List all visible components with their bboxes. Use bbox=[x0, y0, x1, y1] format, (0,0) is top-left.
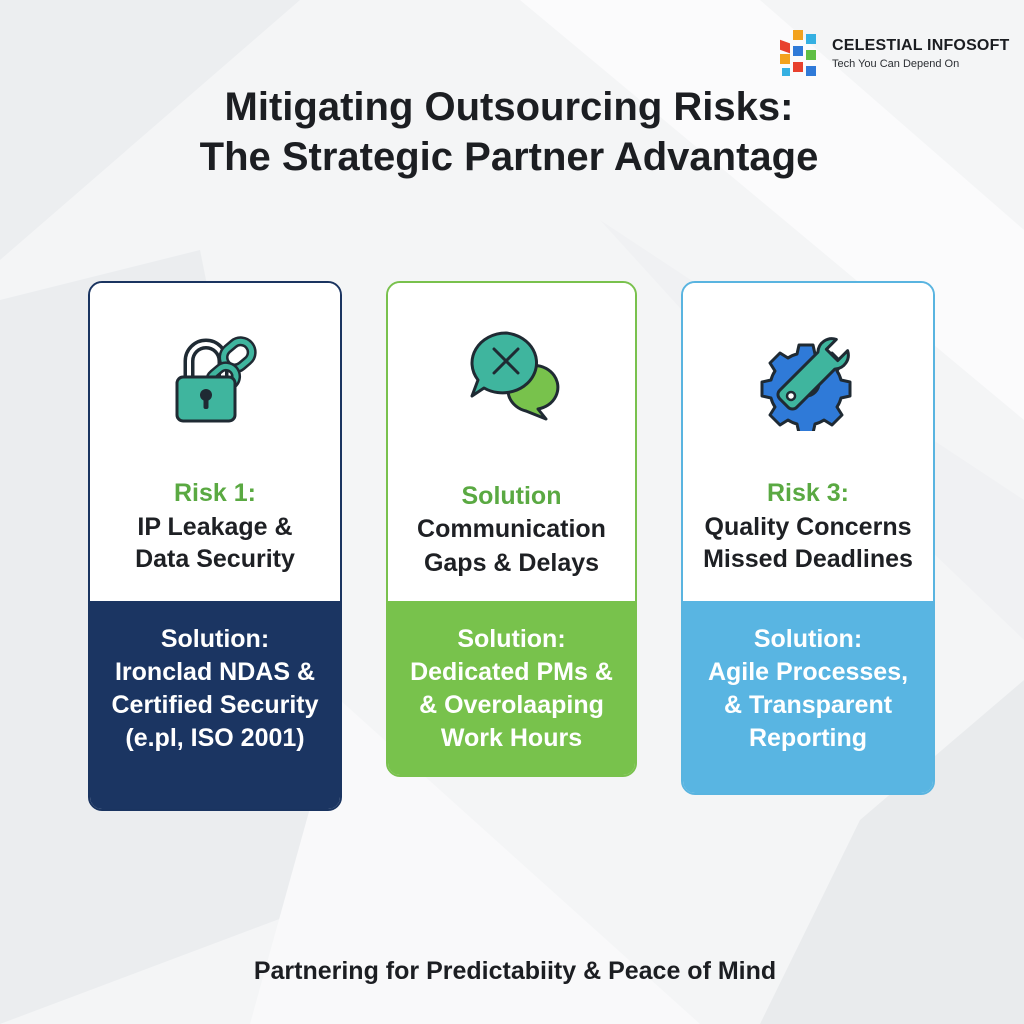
risk-description-line-2: Data Security bbox=[135, 545, 295, 573]
card-solution-section: Solution: Ironclad NDAS & Certified Secu… bbox=[90, 601, 340, 809]
title-line-1: Mitigating Outsourcing Risks: bbox=[224, 85, 794, 129]
card-risk-section: Risk 1: IP Leakage & Data Security bbox=[90, 283, 340, 601]
risk-heading: Solution bbox=[461, 482, 562, 510]
solution-line-1: Ironclad NDAS & bbox=[114, 658, 316, 686]
chat-bubbles-with-x-icon bbox=[470, 331, 559, 421]
solution-label: Solution: bbox=[753, 625, 863, 653]
solution-line-3: (e.pl, ISO 2001) bbox=[125, 724, 305, 752]
solution-line-1: Agile Processes, bbox=[707, 658, 909, 686]
card-risk-section: Solution Communication Gaps & Delays bbox=[388, 283, 635, 601]
cube-mosaic-logo-icon bbox=[780, 30, 816, 76]
risk-heading: Risk 3: bbox=[767, 479, 849, 507]
title-line-2: The Strategic Partner Advantage bbox=[199, 135, 819, 179]
card-solution-section: Solution: Dedicated PMs & & Overolaaping… bbox=[388, 601, 635, 775]
risk-description-line-1: IP Leakage & bbox=[137, 513, 293, 541]
solution-line-2: & Transparent bbox=[723, 691, 893, 719]
risk-card-communication-gaps: Solution Communication Gaps & Delays Sol… bbox=[386, 281, 637, 777]
risk-description-line-2: Missed Deadlines bbox=[703, 545, 913, 573]
company-name: CELESTIAL INFOSOFT bbox=[832, 37, 1010, 54]
risk-card-ip-leakage: Risk 1: IP Leakage & Data Security Solut… bbox=[88, 281, 342, 811]
solution-label: Solution: bbox=[160, 625, 270, 653]
risk-description-line-2: Gaps & Delays bbox=[423, 549, 600, 577]
company-tagline: Tech You Can Depend On bbox=[832, 58, 960, 70]
solution-line-3: Work Hours bbox=[440, 724, 583, 752]
risk-description-line-1: Quality Concerns bbox=[704, 513, 912, 541]
card-solution-section: Solution: Agile Processes, & Transparent… bbox=[683, 601, 933, 793]
solution-line-1: Dedicated PMs & bbox=[410, 658, 613, 686]
solution-label: Solution: bbox=[457, 625, 566, 653]
gear-and-wrench-icon bbox=[760, 337, 852, 431]
page-title: Mitigating Outsourcing Risks: The Strate… bbox=[0, 82, 1018, 182]
solution-line-2: & Overolaaping bbox=[419, 691, 604, 719]
solution-line-2: Certified Security bbox=[111, 691, 319, 719]
lock-with-chain-link-icon bbox=[175, 336, 257, 423]
company-logo: CELESTIAL INFOSOFT Tech You Can Depend O… bbox=[778, 30, 1010, 78]
risk-card-quality-concerns: Risk 3: Quality Concerns Missed Deadline… bbox=[681, 281, 935, 795]
risk-heading: Risk 1: bbox=[174, 479, 256, 507]
card-risk-section: Risk 3: Quality Concerns Missed Deadline… bbox=[683, 283, 933, 601]
risk-description-line-1: Communication bbox=[417, 515, 606, 543]
footer-tagline: Partnering for Predictabiity & Peace of … bbox=[253, 957, 777, 985]
solution-line-3: Reporting bbox=[748, 724, 868, 752]
